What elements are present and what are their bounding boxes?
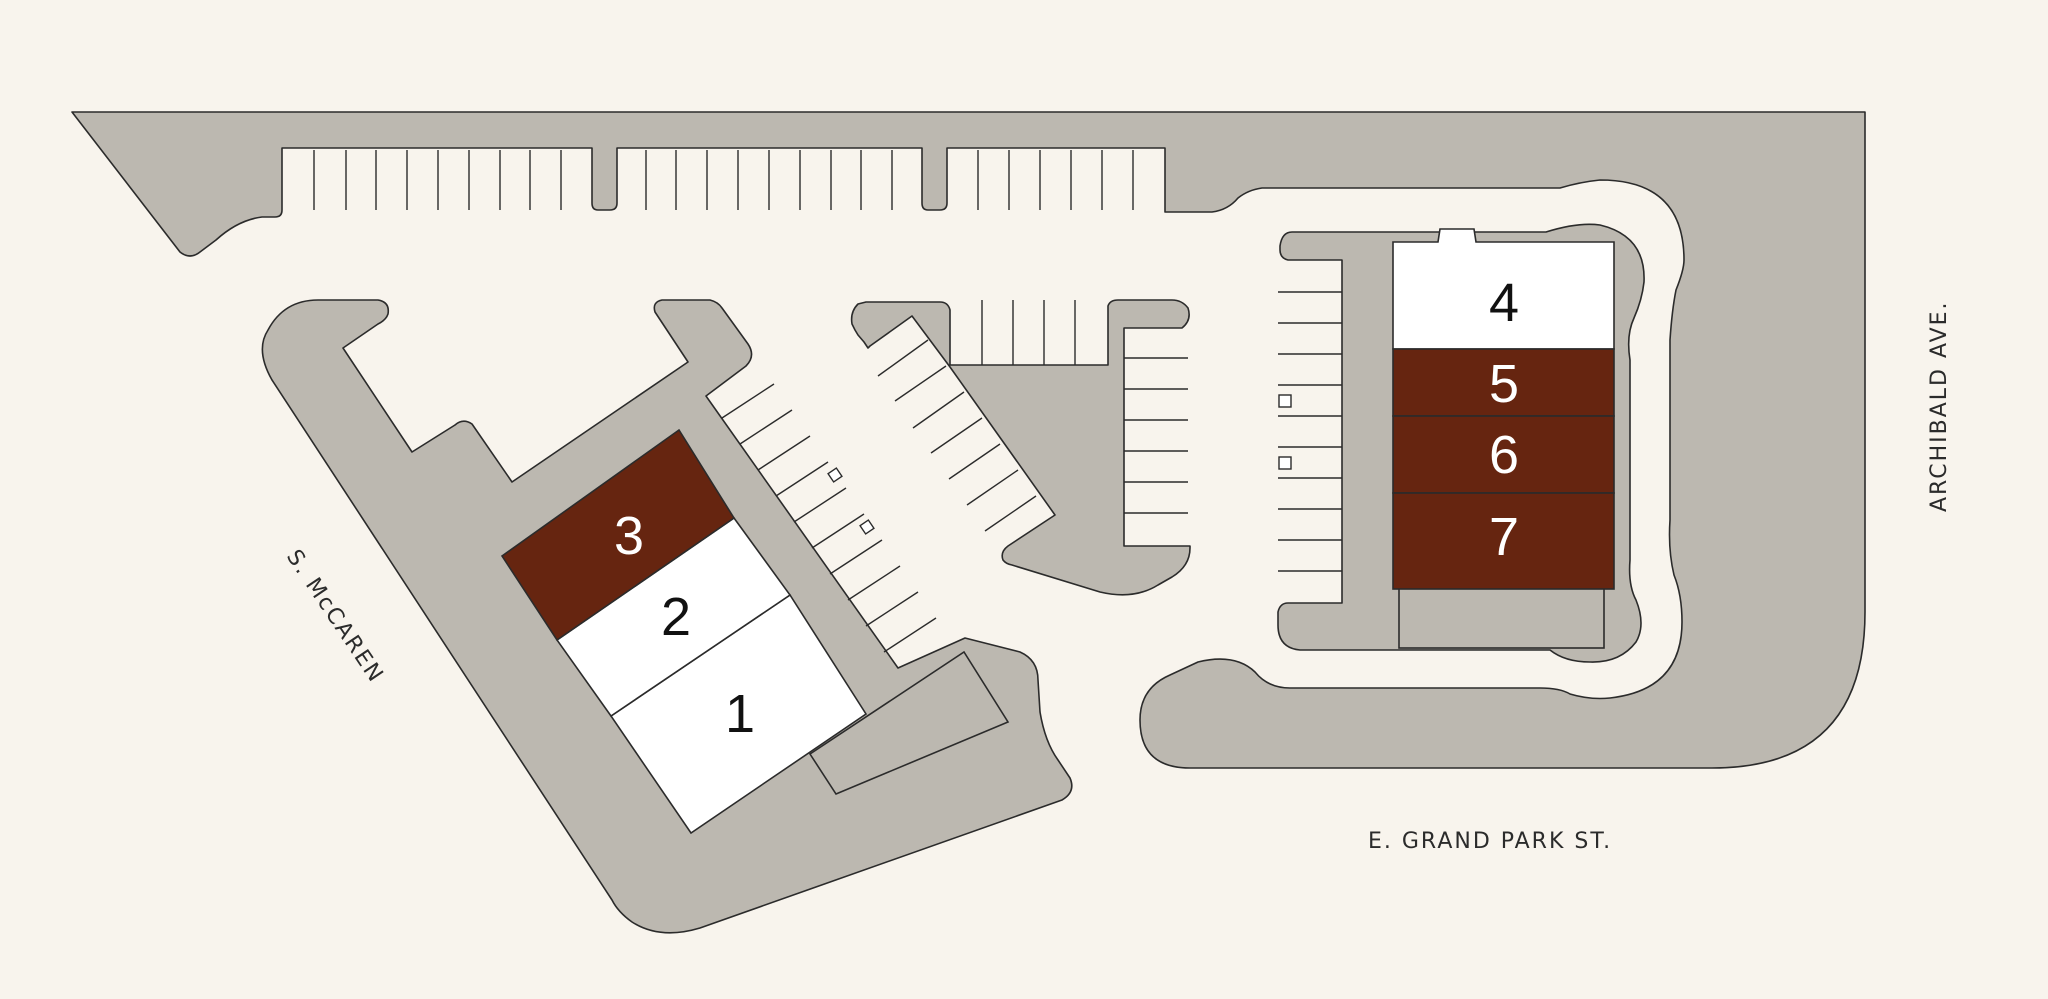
west-diagonal-stalls (721, 383, 937, 653)
accessible-marker (1278, 456, 1292, 470)
unit-7[interactable] (1392, 492, 1615, 590)
north-parking-lot (71, 111, 1866, 769)
street-label-east: ARCHIBALD AVE. (1927, 300, 1952, 512)
center-top-stalls (981, 300, 1076, 365)
top-row-stalls (313, 150, 1134, 210)
west-building: 1 2 3 (500, 428, 868, 835)
street-label-west: S. McCAREN (281, 545, 388, 688)
accessible-marker (827, 467, 843, 483)
center-right-stalls (1124, 357, 1188, 514)
center-diagonal-stalls (877, 339, 1037, 532)
unit-6[interactable] (1392, 415, 1615, 494)
unit-5-number: 5 (1489, 354, 1519, 414)
unit-4-number: 4 (1489, 273, 1519, 333)
east-left-stalls (1278, 291, 1342, 572)
accessible-marker (1278, 394, 1292, 408)
unit-2-number: 2 (661, 587, 691, 647)
east-building: 4 5 6 7 (1392, 228, 1615, 649)
street-label-south: E. GRAND PARK ST. (1368, 829, 1612, 854)
unit-7-number: 7 (1489, 507, 1519, 567)
unit-3[interactable] (500, 428, 736, 642)
unit-6-number: 6 (1489, 425, 1519, 485)
unit-5[interactable] (1392, 348, 1615, 417)
east-building-annex (1398, 587, 1605, 649)
unit-3-number: 3 (614, 506, 644, 566)
loading-area (808, 650, 1010, 795)
unit-1-number: 1 (725, 684, 755, 744)
accessible-marker (859, 519, 875, 535)
central-parking-lot (850, 299, 1191, 596)
